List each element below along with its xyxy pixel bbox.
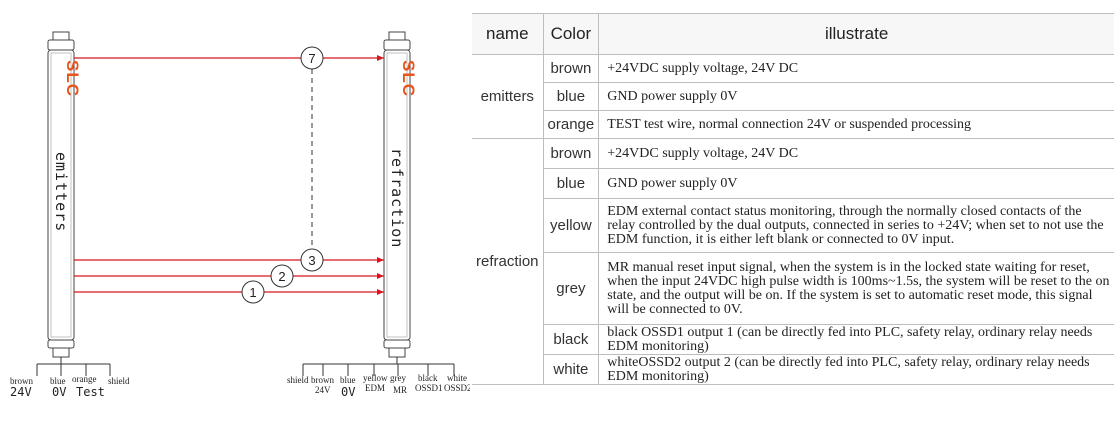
row-description: MR manual reset input signal, when the s… [598, 252, 1114, 325]
row-color: yellow [543, 198, 600, 253]
wire-name-shield: shield [108, 376, 130, 386]
wire-name-brown: brown [10, 376, 33, 386]
wire-name-grey: grey [390, 373, 406, 383]
receiver-unit: SLC refraction [383, 31, 418, 358]
group-name-refraction: refraction [472, 138, 544, 385]
wire-value-mr: MR [393, 385, 407, 395]
row-color: blue [543, 168, 600, 199]
wire-value-edm: EDM [365, 383, 385, 393]
callout-number: 1 [249, 285, 256, 300]
emitter-label: emitters [52, 152, 70, 232]
arrow-head [377, 55, 384, 61]
table-row: black black OSSD1 output 1 (can be direc… [472, 324, 1114, 355]
row-color: black [543, 324, 600, 355]
beams [74, 57, 384, 293]
table-row: blue GND power supply 0V [472, 82, 1114, 111]
wire-value-test: Test [76, 385, 105, 399]
header-illustrate: illustrate [598, 13, 1114, 55]
emitter-unit: SLC emitters [47, 31, 82, 358]
wire-name-brown: brown [311, 375, 334, 385]
wire-name-yellow: yellow [363, 373, 388, 383]
wire-value-24v: 24V [315, 385, 331, 395]
row-description: TEST test wire, normal connection 24V or… [598, 110, 1114, 139]
row-color: brown [543, 138, 600, 169]
wire-name-white: white [447, 373, 467, 383]
table-row: yellow EDM external contact status monit… [472, 198, 1114, 253]
receiver-wires [302, 357, 455, 376]
row-description: +24VDC supply voltage, 24V DC [598, 54, 1114, 83]
header-color: Color [543, 13, 600, 55]
arrow-head [377, 273, 384, 279]
row-color: blue [543, 82, 600, 111]
row-description: EDM external contact status monitoring, … [598, 198, 1114, 253]
row-description: whiteOSSD2 output 2 (can be directly fed… [598, 354, 1114, 385]
wire-spec-table: name Color illustrate emitters brown +24… [472, 13, 1114, 385]
beam-callout-3: 3 [300, 248, 324, 272]
table-row: orange TEST test wire, normal connection… [472, 110, 1114, 139]
row-color: grey [543, 252, 600, 325]
table-row: white whiteOSSD2 output 2 (can be direct… [472, 354, 1114, 385]
wire-value-0v: 0V [341, 385, 355, 399]
row-color: brown [543, 54, 600, 83]
receiver-logo: SLC [399, 60, 418, 97]
row-color: white [543, 354, 600, 385]
wiring-diagram: SLC emitters SLC refraction 7 3 2 1 [10, 31, 470, 399]
arrow-head [377, 257, 384, 263]
row-description: GND power supply 0V [598, 82, 1114, 111]
emitter-logo: SLC [63, 60, 82, 97]
wire-name-orange: orange [72, 374, 97, 384]
wire-name-shield: shield [287, 375, 309, 385]
row-description: GND power supply 0V [598, 168, 1114, 199]
wire-name-black: black [418, 373, 438, 383]
receiver-label: refraction [388, 148, 406, 248]
group-name-emitters: emitters [472, 54, 544, 139]
callout-number: 2 [278, 269, 285, 284]
callout-number: 3 [308, 253, 315, 268]
header-name: name [472, 13, 544, 55]
arrow-head [377, 289, 384, 295]
beam-callout-1: 1 [241, 280, 265, 304]
beam-callout-7: 7 [300, 46, 324, 70]
table-row: emitters brown +24VDC supply voltage, 24… [472, 54, 1114, 139]
row-description: +24VDC supply voltage, 24V DC [598, 138, 1114, 169]
wire-value-ossd2: OSSD2 [444, 383, 470, 393]
row-description: black OSSD1 output 1 (can be directly fe… [598, 324, 1114, 355]
wire-name-blue: blue [340, 375, 356, 385]
wire-value-ossd1: OSSD1 [415, 383, 443, 393]
emitter-wires [36, 357, 111, 376]
table-row: grey MR manual reset input signal, when … [472, 252, 1114, 325]
table-row: refraction brown +24VDC supply voltage, … [472, 138, 1114, 385]
wire-value-24v: 24V [10, 385, 32, 399]
table-header-row: name Color illustrate [472, 13, 1114, 55]
wire-name-blue: blue [50, 376, 66, 386]
callout-number: 7 [308, 51, 315, 66]
row-color: orange [543, 110, 600, 139]
table-row: blue GND power supply 0V [472, 168, 1114, 199]
wire-value-0v: 0V [52, 385, 66, 399]
beam-callout-2: 2 [270, 264, 294, 288]
